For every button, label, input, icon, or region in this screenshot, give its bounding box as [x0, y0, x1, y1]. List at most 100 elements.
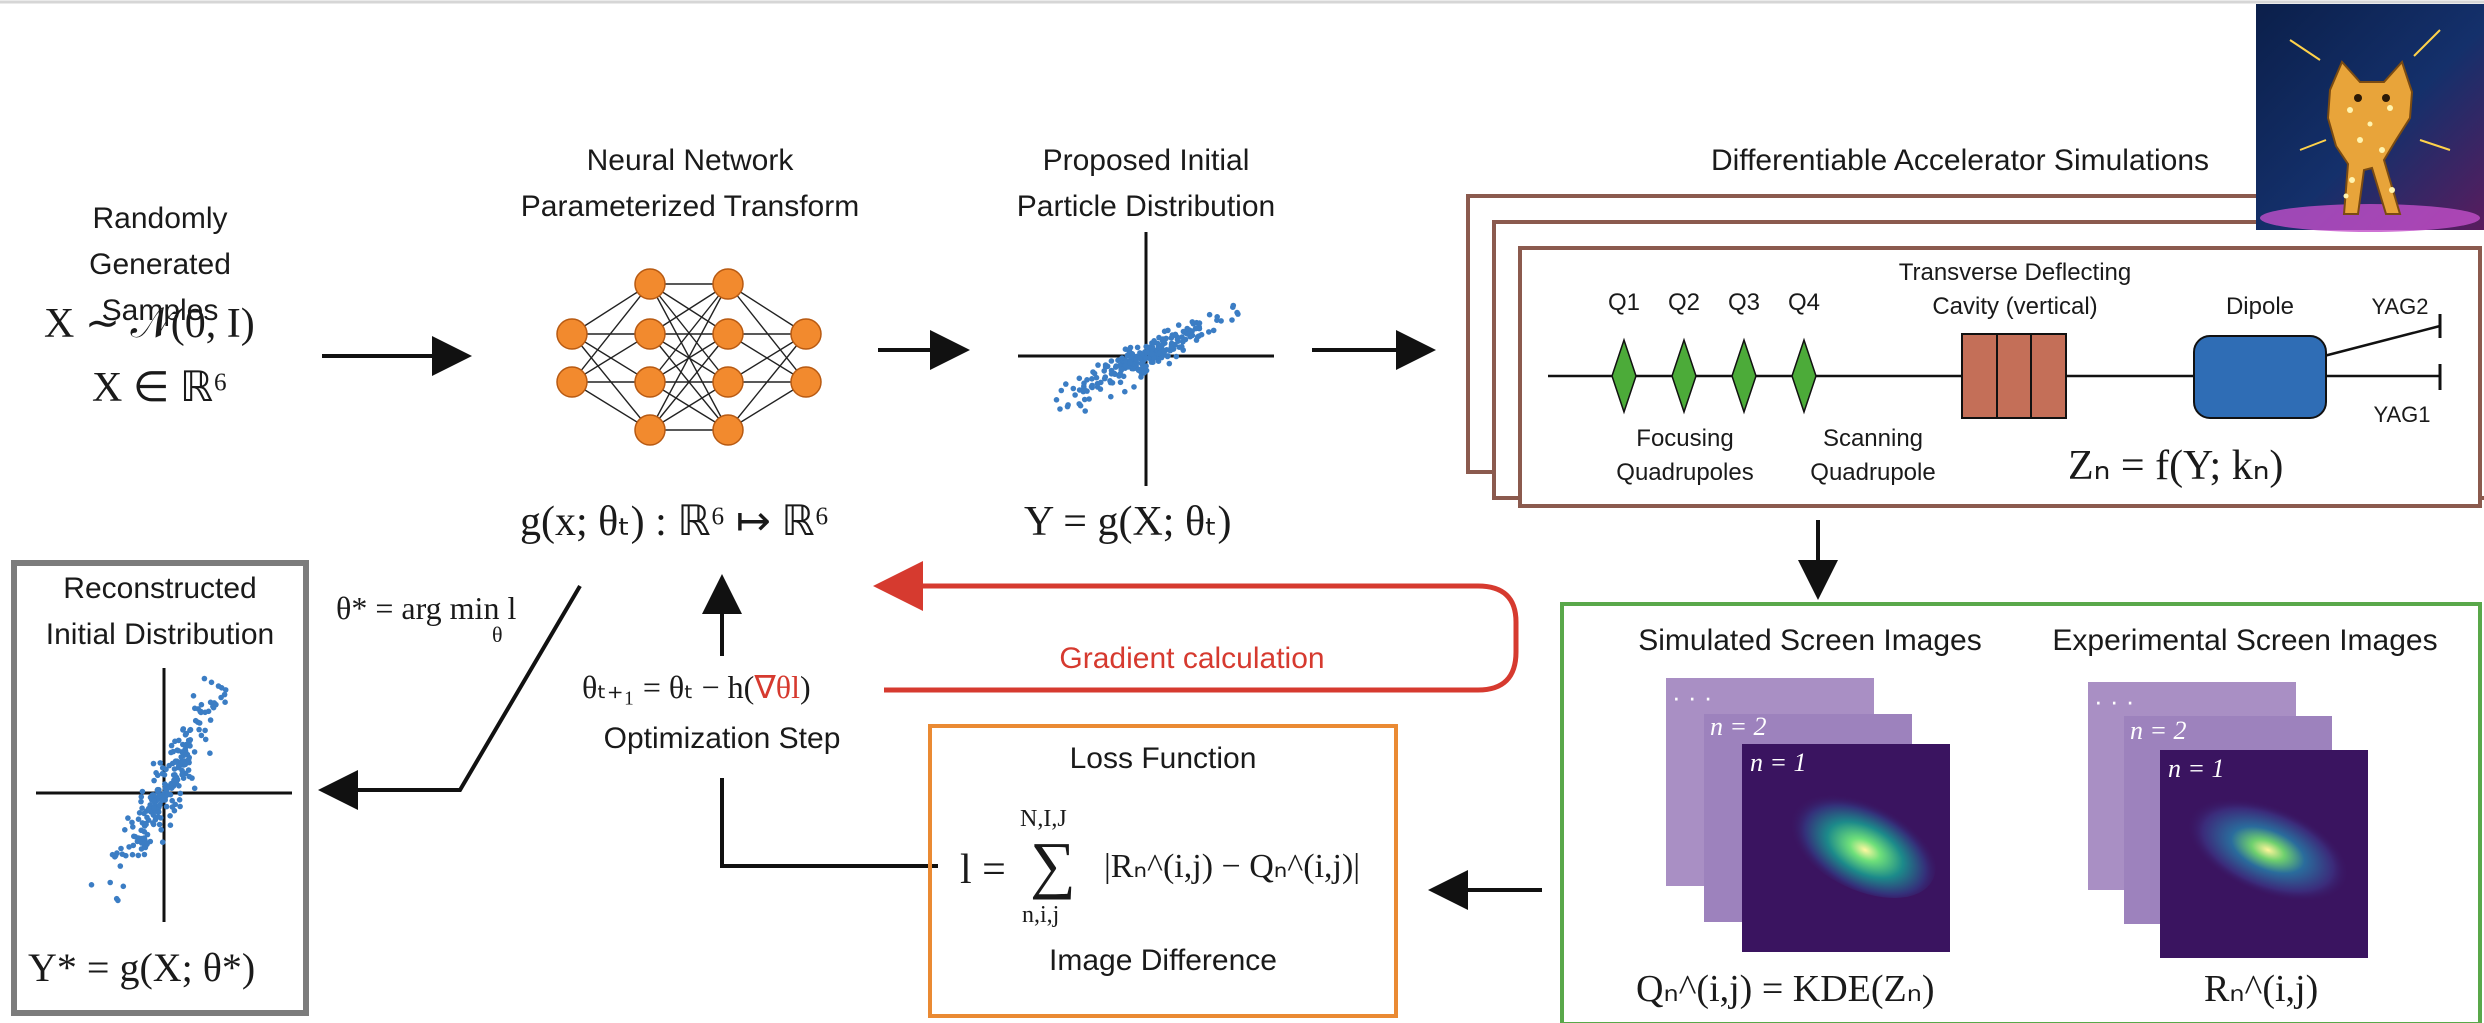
proposed-eq: Y = g(X; θₜ) — [1024, 499, 1232, 545]
scatter-point — [130, 842, 137, 849]
scatter-point — [202, 727, 208, 734]
scatter-point — [131, 833, 137, 840]
scatter-point — [151, 805, 157, 811]
scatter-point — [1206, 311, 1213, 318]
scatter-point — [171, 766, 178, 772]
exp-n1: n = 1 — [2168, 754, 2225, 783]
proposed-title-line1: Proposed Initial — [1042, 144, 1250, 177]
proposed-title: Proposed Initial Particle Distribution — [966, 138, 1326, 230]
scatter-point — [1108, 393, 1114, 400]
scatter-point — [88, 882, 95, 888]
scatter-point — [186, 773, 193, 780]
scatter-point — [1206, 329, 1212, 335]
scatter-point — [179, 771, 185, 778]
scatter-point — [144, 814, 150, 821]
input-eq1: X ∼ 𝒩(0, I) — [44, 301, 255, 347]
scatter-point — [1175, 338, 1181, 345]
argmin-text: θ* = arg min l — [336, 590, 517, 626]
scatter-point — [120, 883, 127, 890]
scatter-point — [1168, 344, 1174, 351]
scatter-point — [151, 798, 157, 804]
focusing-line1: Focusing — [1636, 425, 1734, 452]
scatter-point — [179, 767, 185, 774]
quad-label-q3: Q3 — [1727, 289, 1760, 316]
scatter-point — [122, 827, 128, 833]
nn-node-1-1 — [634, 318, 666, 350]
nn-title-line2: Parameterized Transform — [520, 190, 860, 223]
nn-node-1-0 — [634, 268, 666, 300]
focusing-line2: Quadrupoles — [1616, 459, 1754, 486]
scatter-point — [1142, 356, 1148, 362]
scatter-point — [1138, 360, 1145, 367]
scatter-point — [196, 726, 202, 733]
quad-label-q4: Q4 — [1787, 289, 1820, 316]
scatter-point — [207, 717, 214, 723]
gradient-label: Gradient calculation — [1059, 642, 1325, 675]
scatter-point — [150, 760, 157, 767]
scatter-point — [125, 815, 131, 821]
scatter-point — [177, 790, 184, 797]
loss-frame — [928, 724, 1398, 1018]
scatter-point — [1076, 375, 1083, 382]
tdc-label-line1: Transverse Deflecting — [1898, 259, 2132, 286]
scatter-point — [166, 762, 172, 769]
loss-title: Loss Function — [1069, 742, 1257, 775]
scatter-point — [187, 726, 194, 733]
scatter-point — [172, 759, 179, 765]
scatter-point — [177, 803, 183, 810]
tdc-cavity — [1961, 333, 2067, 419]
scatter-point — [1086, 396, 1092, 402]
scatter-point — [171, 807, 178, 814]
nn-node-2-3 — [712, 414, 744, 446]
reconstructed-title: Reconstructed Initial Distribution — [14, 566, 306, 658]
scatter-point — [1180, 328, 1187, 335]
scatter-point — [1179, 343, 1185, 350]
scatter-point — [1160, 338, 1167, 344]
scatter-point — [187, 737, 194, 743]
scatter-point — [1107, 378, 1113, 384]
scatter-point — [1194, 325, 1200, 332]
scatter-point — [1138, 374, 1144, 380]
scatter-point — [1122, 363, 1129, 369]
scatter-point — [143, 821, 149, 828]
scatter-point — [1173, 353, 1180, 360]
scatter-point — [167, 822, 174, 828]
scatter-point — [1112, 364, 1119, 370]
scatter-point — [171, 779, 178, 785]
scatter-point — [208, 679, 215, 686]
scatter-point — [1172, 331, 1179, 338]
scatter-point — [218, 694, 224, 701]
scatter-point — [1161, 328, 1168, 335]
nn-eq: g(x; θₜ) : ℝ⁶ ↦ ℝ⁶ — [520, 499, 830, 545]
scatter-point — [1229, 317, 1235, 323]
cheetah-logo — [2256, 4, 2484, 232]
scatter-point — [1189, 319, 1196, 325]
scatter-point — [1117, 379, 1124, 386]
exp-beam-spot — [2186, 798, 2350, 902]
nn-node-3-0 — [790, 318, 822, 350]
scatter-point — [138, 827, 144, 834]
scatter-point — [1144, 349, 1150, 355]
scatter-point — [1102, 374, 1109, 380]
input-title-text: Randomly Generated Samples — [89, 202, 231, 327]
screens-sim-title: Simulated Screen Images — [1638, 624, 1982, 657]
scatter-point — [138, 798, 144, 805]
scatter-point — [1143, 363, 1149, 369]
nn-node-3-1 — [790, 366, 822, 398]
scatter-point — [167, 813, 173, 819]
scatter-point — [1122, 388, 1128, 395]
scatter-point — [138, 794, 145, 800]
scatter-point — [185, 767, 192, 773]
quad-q3 — [1731, 337, 1757, 415]
scatter-point — [1154, 340, 1161, 347]
scatter-point — [139, 788, 146, 795]
reconstructed-title-line2: Initial Distribution — [45, 618, 275, 651]
scatter-point — [1198, 331, 1205, 338]
scatter-point — [157, 760, 163, 766]
scatter-point — [150, 820, 156, 826]
tdc-label: Transverse Deflecting Cavity (vertical) — [1880, 256, 2150, 324]
scatter-point — [1126, 346, 1133, 353]
argmin-subscript: θ — [492, 622, 503, 647]
scatter-point — [165, 791, 171, 798]
